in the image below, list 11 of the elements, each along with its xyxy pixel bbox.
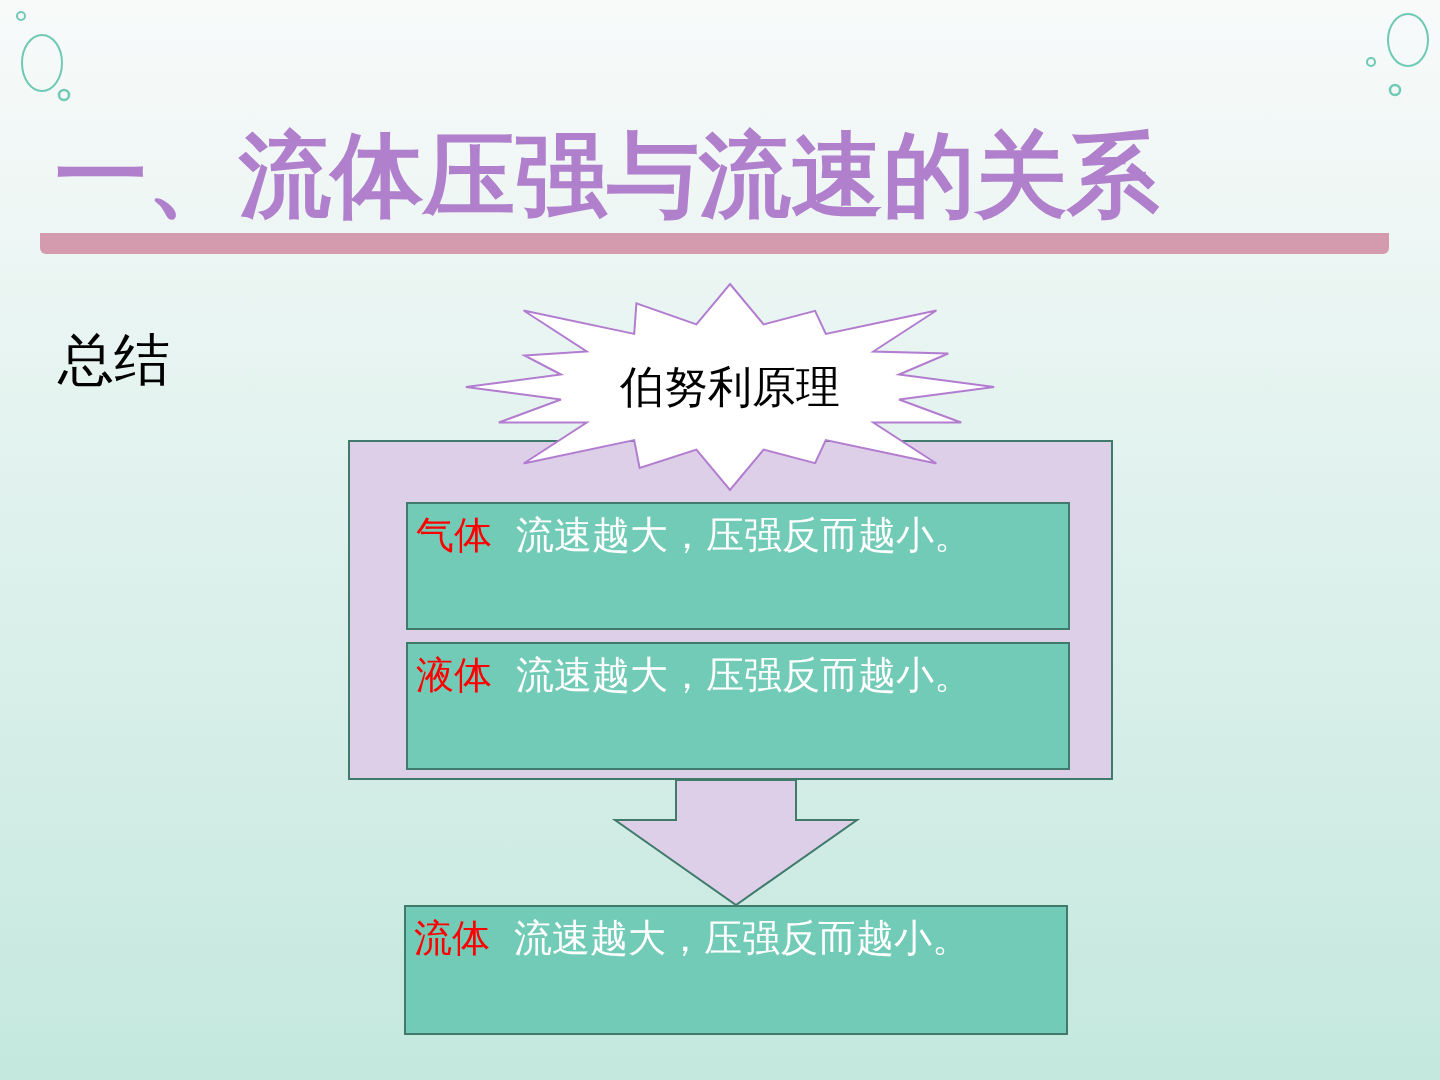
statement-text: 气体 流速越大，压强反而越小。	[416, 512, 973, 559]
statement-box	[404, 905, 1068, 1035]
section-label: 总结	[58, 326, 170, 394]
page-title: 一、流体压强与流速的关系	[40, 118, 1389, 254]
statement-text: 流体 流速越大，压强反而越小。	[414, 915, 971, 962]
statement-text: 液体 流速越大，压强反而越小。	[416, 652, 973, 699]
statement-box	[406, 642, 1070, 770]
block-arrow	[611, 779, 861, 907]
principle-label: 伯努利原理	[620, 365, 840, 409]
statement-box	[406, 502, 1070, 630]
frame-box	[348, 440, 1113, 780]
